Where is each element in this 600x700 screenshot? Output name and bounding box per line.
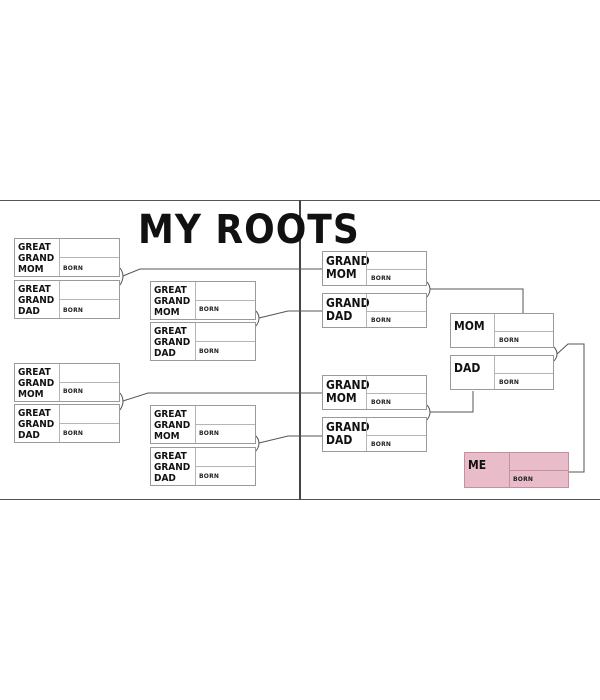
box-divider — [59, 299, 119, 300]
born-label: BORN — [63, 265, 84, 272]
box-divider — [366, 311, 426, 312]
page-title: MY ROOTS — [138, 207, 360, 253]
box-divider — [195, 424, 255, 425]
person-label: GREAT GRAND DAD — [18, 284, 55, 317]
person-label: DAD — [454, 361, 481, 375]
born-label: BORN — [371, 275, 392, 282]
person-label: GREAT GRAND MOM — [18, 367, 55, 400]
great-grand-dad-box-2[interactable]: GREAT GRAND DAD BORN — [150, 322, 256, 361]
person-label: GRAND MOM — [326, 254, 370, 281]
great-grand-mom-box-2[interactable]: GREAT GRAND MOM BORN — [150, 281, 256, 320]
box-divider — [59, 423, 119, 424]
box-divider — [494, 314, 495, 347]
person-label: GREAT GRAND MOM — [154, 409, 191, 442]
box-divider — [366, 435, 426, 436]
born-label: BORN — [199, 348, 220, 355]
box-divider — [494, 331, 553, 332]
box-divider — [59, 257, 119, 258]
box-divider — [366, 418, 367, 451]
box-divider — [494, 356, 495, 389]
box-divider — [366, 376, 367, 409]
person-label: MOM — [454, 319, 485, 333]
born-label: BORN — [371, 441, 392, 448]
born-label: BORN — [63, 307, 84, 314]
born-label: BORN — [63, 388, 84, 395]
great-grand-dad-box-3[interactable]: GREAT GRAND DAD BORN — [14, 404, 120, 443]
born-label: BORN — [513, 476, 534, 483]
person-label: GREAT GRAND DAD — [154, 326, 191, 359]
mom-box[interactable]: MOM BORN — [450, 313, 554, 348]
box-divider — [59, 382, 119, 383]
person-label: ME — [468, 458, 487, 472]
box-divider — [195, 341, 255, 342]
great-grand-mom-box-4[interactable]: GREAT GRAND MOM BORN — [150, 405, 256, 444]
book-spine — [299, 200, 301, 500]
great-grand-mom-box-1[interactable]: GREAT GRAND MOM BORN — [14, 238, 120, 277]
box-divider — [366, 252, 367, 285]
born-label: BORN — [199, 430, 220, 437]
born-label: BORN — [199, 306, 220, 313]
box-divider — [509, 470, 568, 471]
born-label: BORN — [199, 473, 220, 480]
born-label: BORN — [371, 317, 392, 324]
box-divider — [195, 300, 255, 301]
born-label: BORN — [499, 379, 520, 386]
me-box[interactable]: ME BORN — [464, 452, 569, 488]
grand-dad-box-1[interactable]: GRAND DAD BORN — [322, 293, 427, 328]
box-divider — [195, 466, 255, 467]
box-divider — [366, 393, 426, 394]
person-label: GREAT GRAND DAD — [154, 451, 191, 484]
person-label: GRAND MOM — [326, 378, 370, 405]
grand-mom-box-1[interactable]: GRAND MOM BORN — [322, 251, 427, 286]
box-divider — [494, 373, 553, 374]
grand-dad-box-2[interactable]: GRAND DAD BORN — [322, 417, 427, 452]
person-label: GREAT GRAND DAD — [18, 408, 55, 441]
box-divider — [366, 269, 426, 270]
great-grand-dad-box-4[interactable]: GREAT GRAND DAD BORN — [150, 447, 256, 486]
person-label: GRAND DAD — [326, 420, 370, 447]
grand-mom-box-2[interactable]: GRAND MOM BORN — [322, 375, 427, 410]
born-label: BORN — [371, 399, 392, 406]
person-label: GRAND DAD — [326, 296, 370, 323]
great-grand-mom-box-3[interactable]: GREAT GRAND MOM BORN — [14, 363, 120, 402]
box-divider — [366, 294, 367, 327]
dad-box[interactable]: DAD BORN — [450, 355, 554, 390]
great-grand-dad-box-1[interactable]: GREAT GRAND DAD BORN — [14, 280, 120, 319]
person-label: GREAT GRAND MOM — [18, 242, 55, 275]
born-label: BORN — [499, 337, 520, 344]
person-label: GREAT GRAND MOM — [154, 285, 191, 318]
born-label: BORN — [63, 430, 84, 437]
